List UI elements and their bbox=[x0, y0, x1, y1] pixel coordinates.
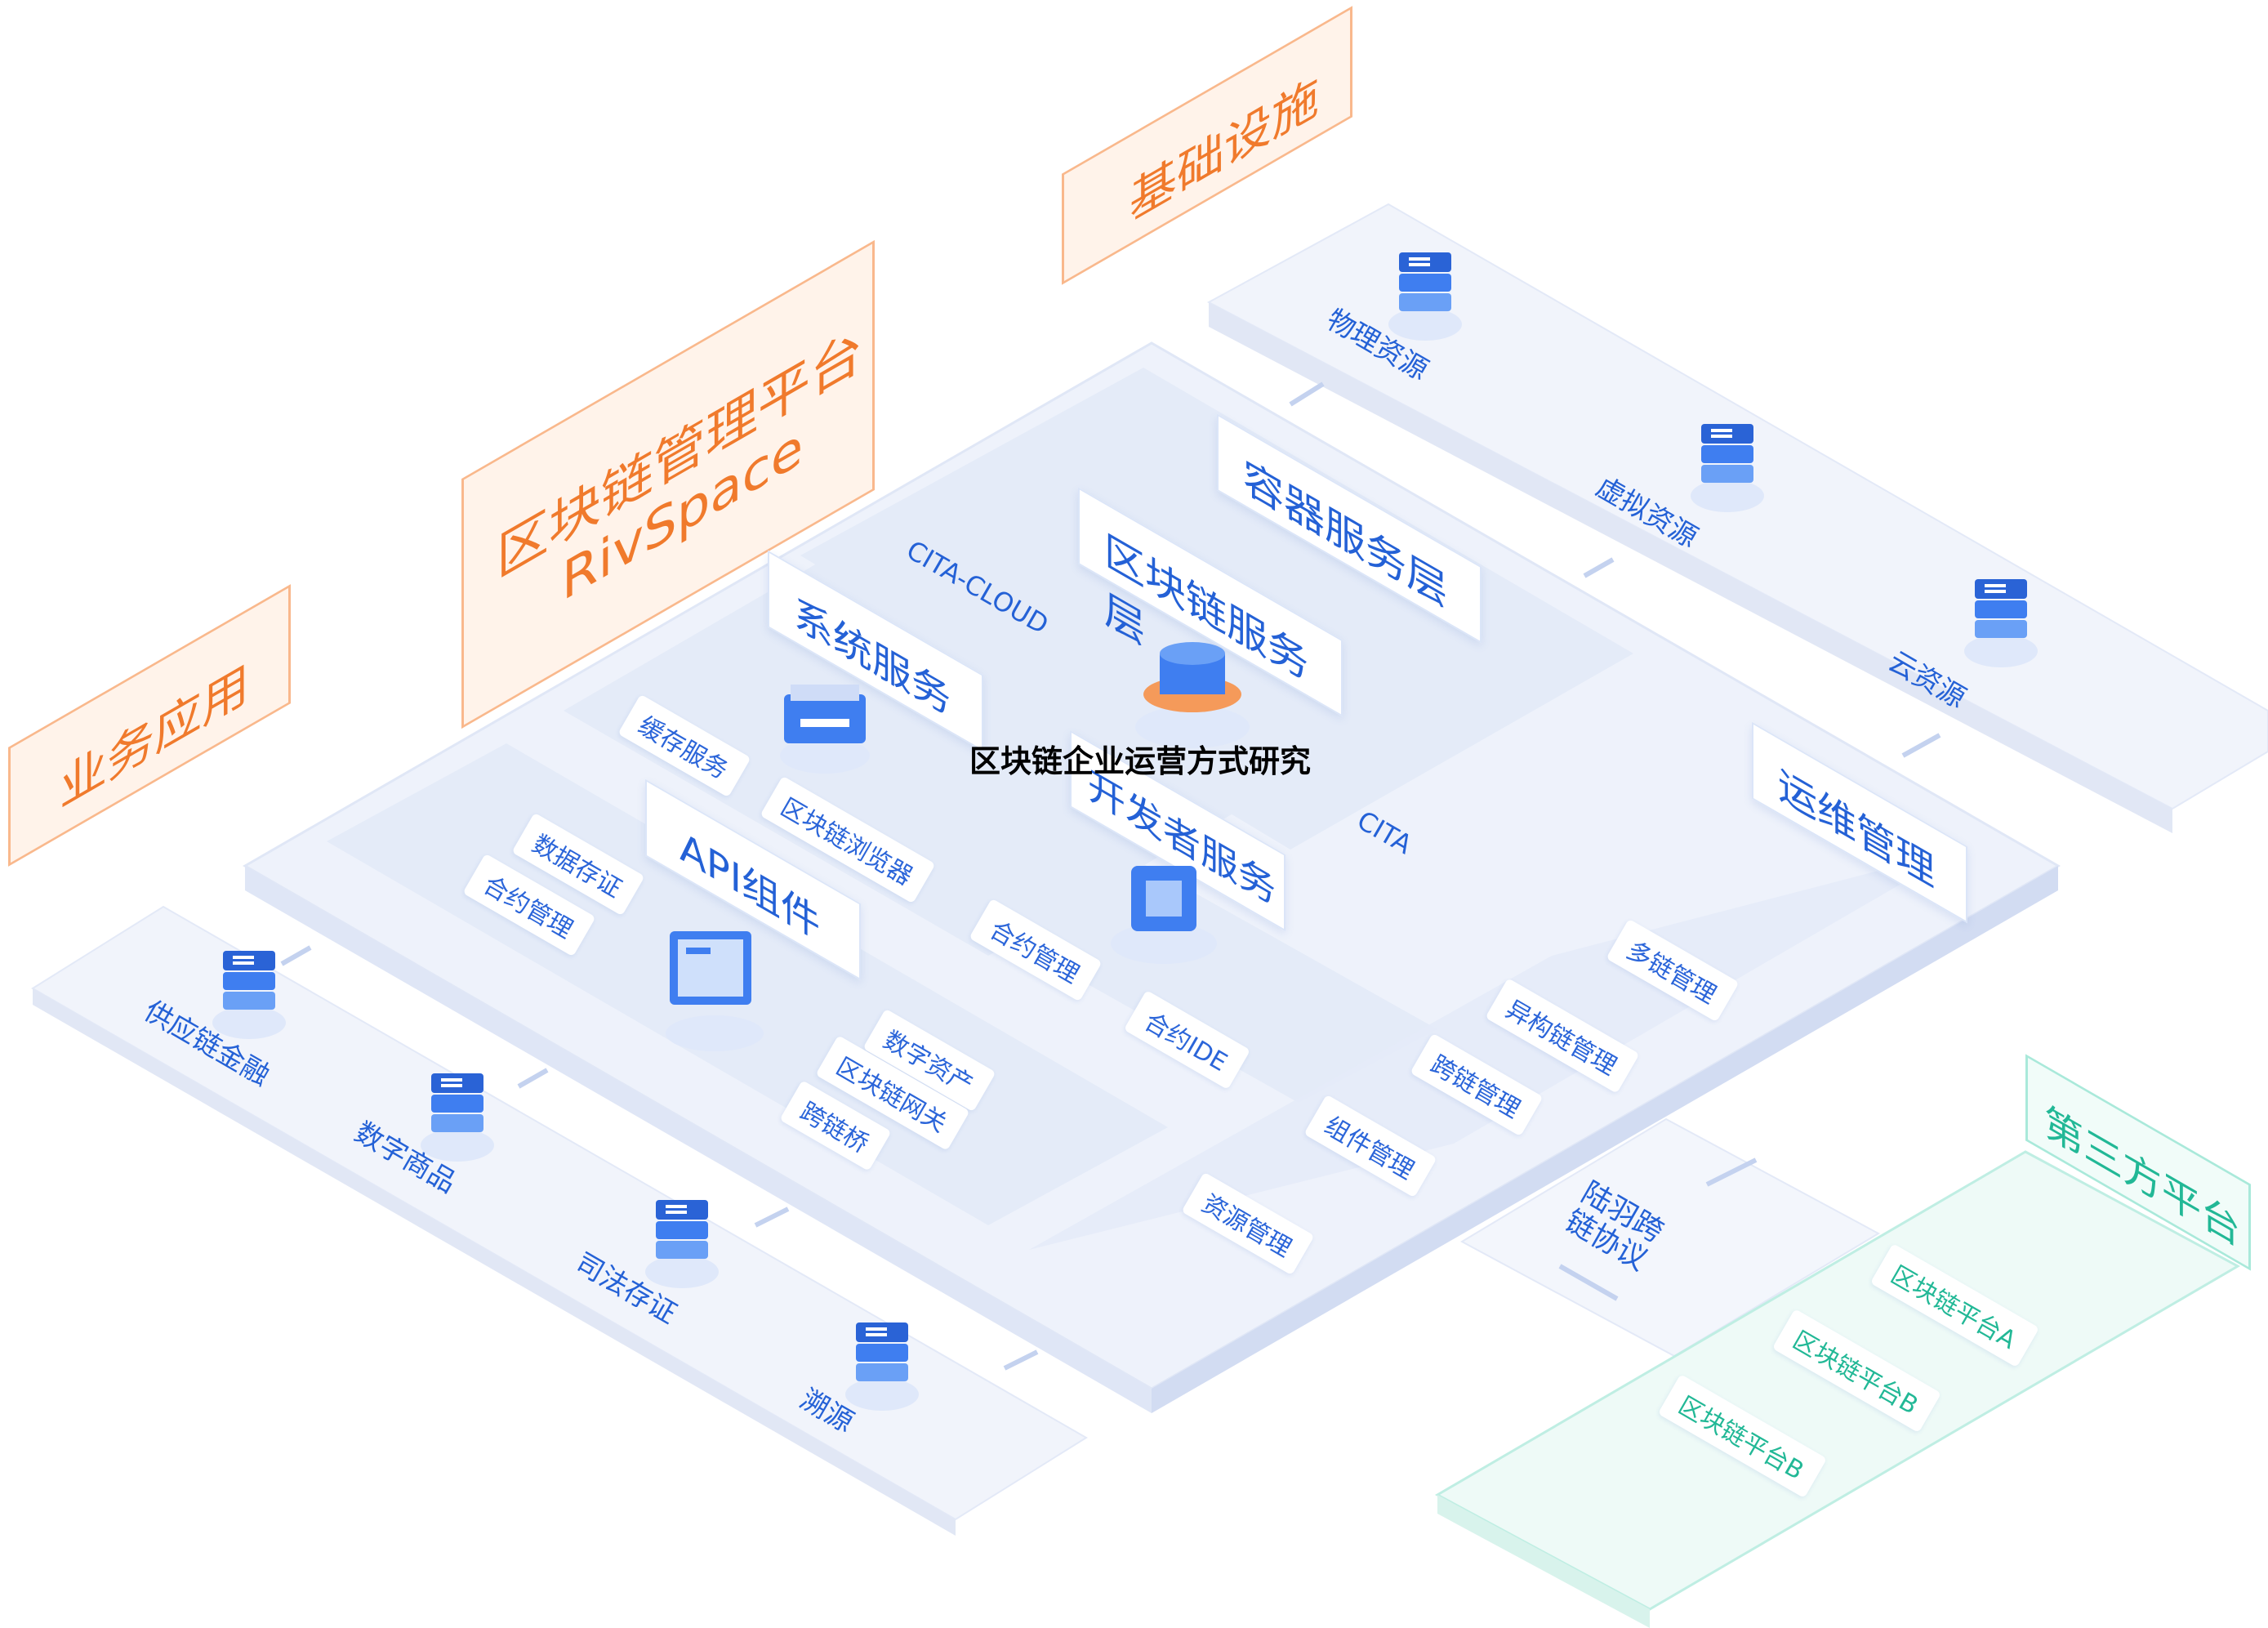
server-icon bbox=[1964, 579, 2038, 667]
server-icon bbox=[421, 1073, 494, 1162]
overlay-title: 区块链企业运营方式研究 bbox=[969, 743, 1312, 779]
server-icon bbox=[1388, 252, 1462, 341]
server-icon bbox=[645, 1200, 719, 1288]
server-icon bbox=[845, 1322, 919, 1411]
monitor-icon bbox=[666, 931, 764, 1051]
server-icon bbox=[1691, 424, 1764, 512]
server-icon bbox=[212, 951, 286, 1039]
cube-icon bbox=[1111, 866, 1217, 964]
folder-icon bbox=[780, 685, 870, 774]
database-icon bbox=[1135, 642, 1250, 748]
arrow-icon bbox=[280, 381, 1941, 1371]
